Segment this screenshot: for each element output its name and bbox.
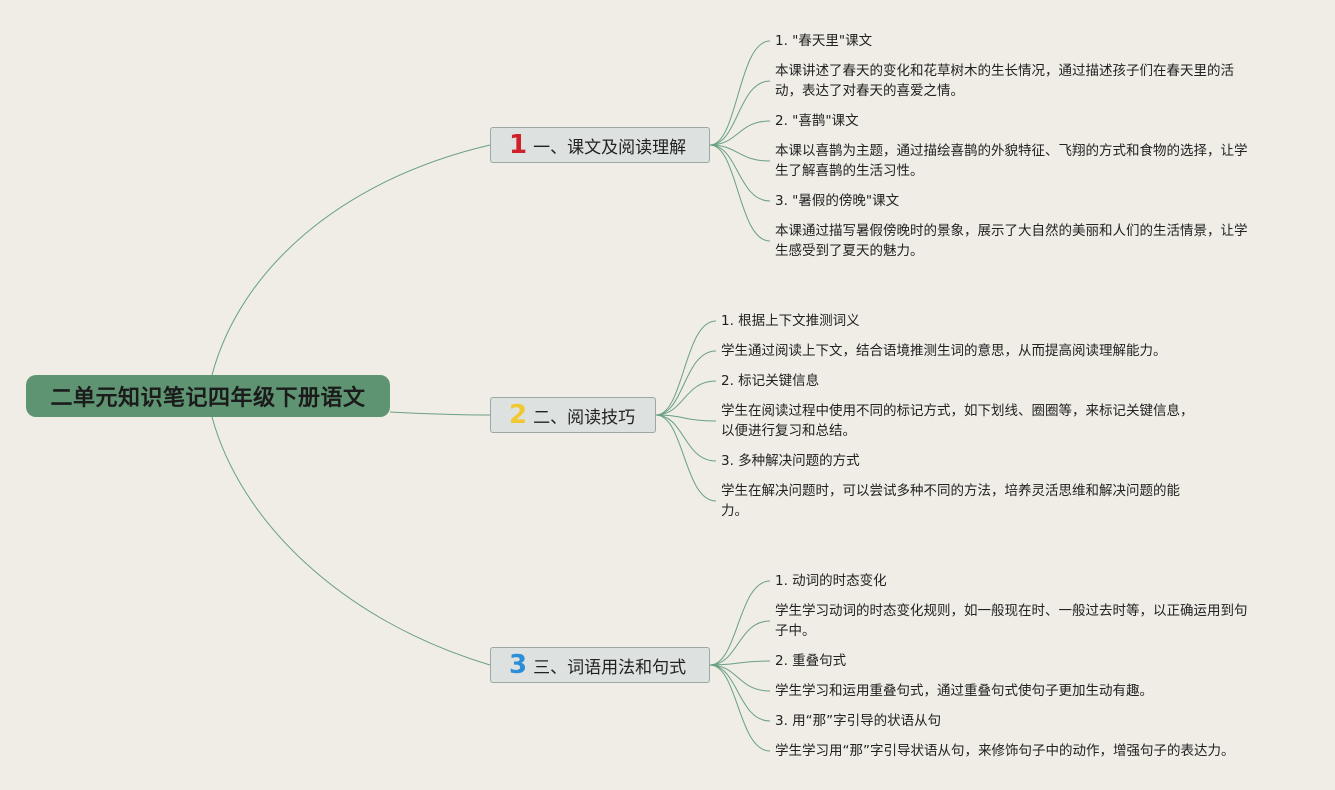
- branch-1-item-1-title[interactable]: 1. "春天里"课文: [775, 33, 873, 49]
- branch-2-label: 二、阅读技巧: [533, 407, 636, 428]
- branch-2-leaf-3-line: [655, 380, 717, 416]
- branch-2-item-1-title[interactable]: 1. 根据上下文推测词义: [721, 313, 860, 329]
- branch-3-leaf-4-line: [709, 664, 771, 692]
- branch-1-label: 一、课文及阅读理解: [533, 137, 687, 158]
- branch-1-number: 1: [509, 130, 528, 160]
- branch-3-topic[interactable]: 3 三、词语用法和句式: [490, 647, 710, 683]
- branch-3-item-1-title[interactable]: 1. 动词的时态变化: [775, 573, 887, 589]
- branch-1-leaf-2-line: [709, 80, 771, 146]
- branch-1-leaf-3-line: [709, 120, 771, 146]
- branch-3-leaf-1-line: [709, 580, 771, 666]
- branch-1-item-3-title[interactable]: 3. "暑假的傍晚"课文: [775, 193, 900, 209]
- root-topic[interactable]: 二单元知识笔记四年级下册语文: [26, 375, 390, 417]
- branch-1-leaf-5-line: [709, 144, 771, 202]
- branch-3-item-3-desc-line-1: 学生学习用“那”字引导状语从句，来修饰句子中的动作，增强句子的表达力。: [775, 743, 1235, 759]
- branch-2-leaf-2-line: [655, 350, 717, 416]
- branch-1-item-2-desc-line-2: 生了解喜鹊的生活习性。: [775, 163, 924, 179]
- branch-2-item-3-title[interactable]: 3. 多种解决问题的方式: [721, 453, 860, 469]
- branch-1-item-2-title[interactable]: 2. "喜鹊"课文: [775, 113, 859, 129]
- branch-1-leaf-1-line: [709, 40, 771, 146]
- branch-3-leaf-3-line: [709, 660, 771, 666]
- branch-1-item-1-desc-line-2: 动，表达了对春天的喜爱之情。: [775, 83, 964, 99]
- branch-3-item-1-desc-line-2: 子中。: [775, 623, 816, 639]
- root-to-branch-3-line: [211, 416, 491, 666]
- branch-1-item-1-desc-line-1: 本课讲述了春天的变化和花草树木的生长情况，通过描述孩子们在春天里的活: [775, 63, 1234, 79]
- branch-2-number: 2: [509, 400, 528, 430]
- branch-3-leaf-2-line: [709, 620, 771, 666]
- branch-2-item-3-desc-line-2: 力。: [721, 503, 748, 519]
- branch-2-leaf-4-line: [655, 414, 717, 422]
- branch-1-item-3-desc-line-1: 本课通过描写暑假傍晚时的景象，展示了大自然的美丽和人们的生活情景，让学: [775, 223, 1248, 239]
- branch-2-item-2-desc-line-2: 以便进行复习和总结。: [721, 423, 856, 439]
- branch-2-item-3-desc-line-1: 学生在解决问题时，可以尝试多种不同的方法，培养灵活思维和解决问题的能: [721, 483, 1180, 499]
- branch-3-number: 3: [509, 650, 528, 680]
- branch-2-leaf-5-line: [655, 414, 717, 462]
- branch-3-leaf-6-line: [709, 664, 771, 752]
- branch-2-leaf-6-line: [655, 414, 717, 502]
- branch-1-item-2-desc-line-1: 本课以喜鹊为主题，通过描绘喜鹊的外貌特征、飞翔的方式和食物的选择，让学: [775, 143, 1248, 159]
- branch-1-leaf-6-line: [709, 144, 771, 242]
- branch-3-item-3-title[interactable]: 3. 用“那”字引导的状语从句: [775, 713, 942, 729]
- branch-1-item-3-desc-line-2: 生感受到了夏天的魅力。: [775, 243, 924, 259]
- branch-2-item-2-desc-line-1: 学生在阅读过程中使用不同的标记方式，如下划线、圈圈等，来标记关键信息，: [721, 403, 1194, 419]
- root-title: 二单元知识笔记四年级下册语文: [50, 386, 366, 411]
- branch-1-leaf-4-line: [709, 144, 771, 162]
- branch-3-item-2-title[interactable]: 2. 重叠句式: [775, 653, 847, 669]
- branch-2-item-1-desc-line-1: 学生通过阅读上下文，结合语境推测生词的意思，从而提高阅读理解能力。: [721, 343, 1167, 359]
- branch-1-topic[interactable]: 1 一、课文及阅读理解: [490, 127, 710, 163]
- branch-2-leaf-1-line: [655, 320, 717, 416]
- branch-3-leaf-5-line: [709, 664, 771, 722]
- branch-2-item-2-title[interactable]: 2. 标记关键信息: [721, 373, 820, 389]
- branch-3-item-2-desc-line-1: 学生学习和运用重叠句式，通过重叠句式使句子更加生动有趣。: [775, 683, 1153, 699]
- root-to-branch-1-line: [211, 144, 491, 376]
- root-to-branch-2-line: [389, 411, 491, 416]
- branch-3-label: 三、词语用法和句式: [533, 657, 687, 678]
- branch-3-item-1-desc-line-1: 学生学习动词的时态变化规则，如一般现在时、一般过去时等，以正确运用到句: [775, 603, 1248, 619]
- branch-2-topic[interactable]: 2 二、阅读技巧: [490, 397, 656, 433]
